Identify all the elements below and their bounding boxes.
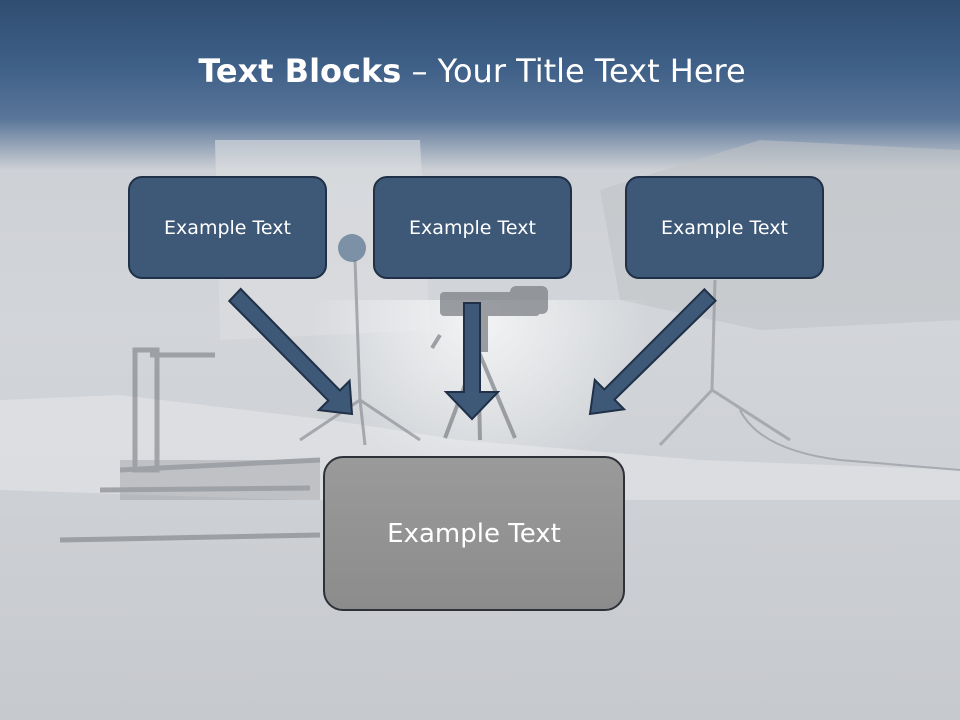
title-separator: –	[401, 52, 438, 90]
title-bold: Text Blocks	[198, 52, 402, 90]
header-band	[0, 0, 960, 170]
text-block-center-label: Example Text	[409, 216, 536, 239]
text-block-bottom[interactable]: Example Text	[323, 456, 625, 611]
title-rest: Your Title Text Here	[437, 52, 746, 90]
text-block-left-label: Example Text	[164, 216, 291, 239]
arrow-right	[588, 287, 718, 416]
text-block-right[interactable]: Example Text	[625, 176, 824, 279]
text-block-bottom-label: Example Text	[387, 518, 561, 549]
arrow-center	[443, 302, 501, 421]
text-block-right-label: Example Text	[661, 216, 788, 239]
text-block-left[interactable]: Example Text	[128, 176, 327, 279]
slide-title: Text Blocks – Your Title Text Here	[0, 52, 944, 90]
text-block-center[interactable]: Example Text	[373, 176, 572, 279]
arrow-left	[227, 287, 354, 416]
